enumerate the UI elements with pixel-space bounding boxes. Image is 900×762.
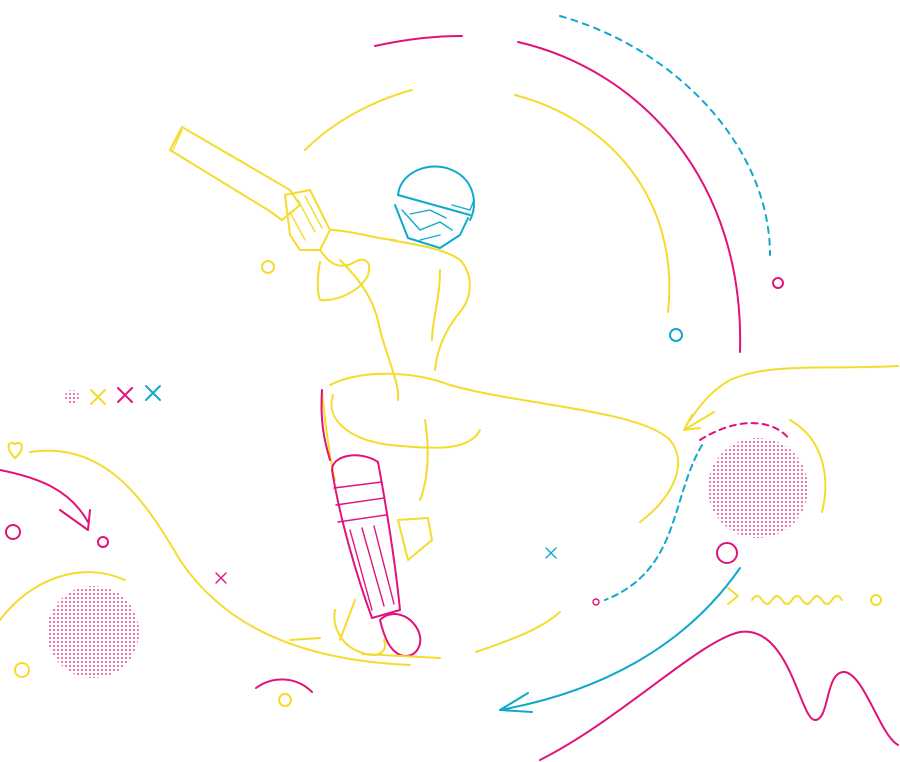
cyan-arrow-icon (499, 692, 533, 713)
batsman-torso (389, 239, 471, 371)
magenta-arrow-icon (59, 509, 91, 531)
cricket-bat (169, 126, 301, 221)
cross-icon (145, 385, 161, 401)
magenta-dashed-ring (699, 422, 791, 441)
cross-icon (215, 572, 227, 584)
yellow-chevron-icon (727, 587, 739, 605)
batsman-helmet (394, 165, 475, 249)
yellow-arrow-icon (683, 411, 715, 431)
top-yellow-arc-left (304, 89, 413, 151)
batting-gloves (284, 189, 331, 251)
circle-icon (97, 536, 109, 548)
cyan-dashed-curve (604, 444, 703, 601)
cross-icon (545, 547, 557, 559)
top-cyan-dashed-arc (559, 15, 771, 256)
left-yellow-swoosh (29, 449, 411, 666)
circle-icon (261, 260, 275, 274)
circle-icon (278, 693, 292, 707)
top-yellow-arc-right (514, 94, 671, 313)
yellow-zigzag (751, 595, 843, 605)
dot-pattern-circle (708, 438, 808, 538)
top-magenta-arc-long (517, 41, 742, 353)
circle-icon (5, 524, 21, 540)
left-yellow-arc-lower (0, 571, 126, 621)
heart-icon (7, 442, 23, 459)
circle-icon (772, 277, 784, 289)
right-yellow-swoosh (689, 365, 899, 421)
batting-leg-pad (331, 454, 422, 657)
magenta-small-arc (255, 678, 313, 693)
circle-icon (14, 662, 30, 678)
magenta-wave (539, 630, 899, 761)
cross-icon (117, 387, 133, 403)
left-magenta-swoosh (0, 469, 89, 523)
dot-pattern-circle (47, 586, 139, 678)
yellow-arc-right-small (789, 419, 827, 513)
top-magenta-arc-short (374, 35, 463, 47)
cyan-sweep-arc (499, 567, 741, 711)
circle-icon (716, 542, 738, 564)
circle-icon (669, 328, 683, 342)
circle-icon (592, 598, 600, 606)
batsman-figure (169, 126, 680, 659)
circle-icon (870, 594, 882, 606)
batting-leg-pad-back (397, 517, 433, 561)
cross-icon (90, 389, 106, 405)
striped-ball-icon (65, 390, 79, 404)
